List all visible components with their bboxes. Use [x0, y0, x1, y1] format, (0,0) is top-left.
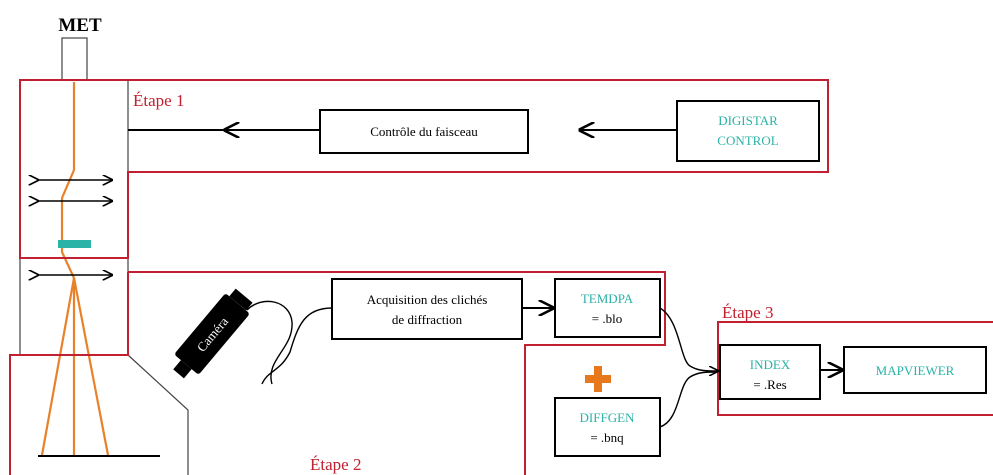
digistar-label-line1: DIGISTAR [718, 113, 778, 128]
temdpa-box [554, 278, 661, 338]
mapviewer-box [843, 346, 987, 394]
beam-control-label: Contrôle du faisceau [370, 124, 478, 139]
index-name: INDEX [750, 357, 791, 372]
camera-to-acquisition-line [261, 307, 333, 385]
index-ext: = .Res [753, 377, 786, 392]
digistar-control-box [676, 100, 820, 162]
plus-icon [585, 366, 611, 392]
stage-1-label: Étape 1 [133, 91, 184, 110]
diffgen-box [554, 397, 661, 457]
diffgen-name: DIFFGEN [580, 410, 636, 425]
diffgen-ext: = .bnq [590, 430, 624, 445]
microscope-label: MET [58, 15, 102, 36]
index-box [719, 344, 821, 400]
temdpa-name: TEMDPA [581, 291, 634, 306]
acquisition-box [331, 278, 523, 340]
acquisition-label-line1: Acquisition des clichés [367, 292, 488, 307]
acquisition-label-line2: de diffraction [392, 312, 463, 327]
digistar-label-line2: CONTROL [717, 133, 778, 148]
stage-2-label: Étape 2 [310, 455, 361, 474]
sample-marker [58, 240, 91, 248]
arrow-temdpa-to-index [659, 307, 718, 371]
stage-2-frame [9, 271, 666, 475]
stage-1-frame [19, 79, 829, 259]
camera-icon: Caméra [173, 288, 253, 379]
electron-gun [61, 37, 88, 81]
beam-control-box [319, 109, 529, 154]
stage-3-label: Étape 3 [722, 303, 773, 322]
camera-cable [246, 300, 293, 385]
lens-arrows [38, 180, 112, 275]
temdpa-ext: = .blo [592, 311, 622, 326]
electron-beam [40, 82, 110, 456]
mapviewer-name: MAPVIEWER [876, 363, 955, 378]
arrow-diffgen-to-index [659, 371, 717, 428]
